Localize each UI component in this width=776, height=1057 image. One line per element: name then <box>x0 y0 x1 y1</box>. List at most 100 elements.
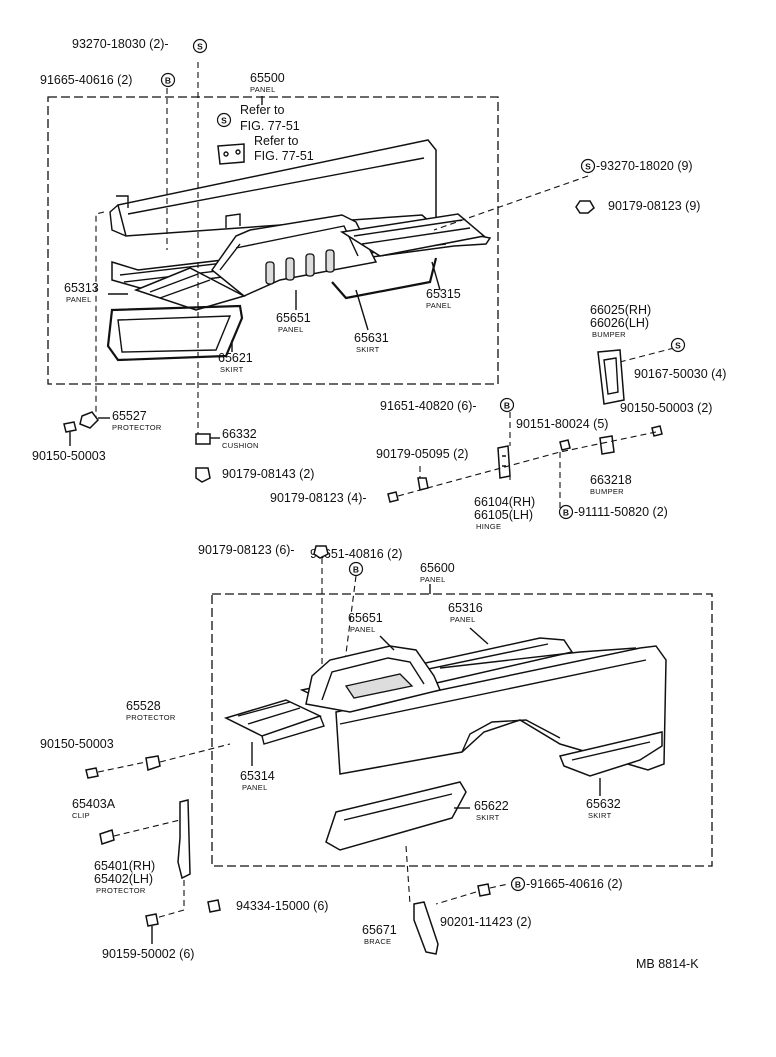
label-90201-11423: 90201-11423 (2) <box>440 915 532 929</box>
label-65313: 65313 <box>64 281 99 295</box>
label-90159-50002: 90159-50002 (6) <box>102 947 194 961</box>
label-90179-08123-mid: 90179-08123 (4)- <box>270 491 367 505</box>
label-93270-18030: 93270-18030 (2)- <box>72 37 169 51</box>
upper-group-frame <box>47 96 499 385</box>
svg-text:B: B <box>165 75 171 85</box>
label-90179-08123-bottom: 90179-08123 (6)- <box>198 543 295 557</box>
label-90167-50030: 90167-50030 (4) <box>634 367 726 381</box>
cushion-66332 <box>195 433 211 445</box>
label-91651-40816: 91651-40816 (2) <box>310 547 402 561</box>
label-66332: 66332 <box>222 427 257 441</box>
nut-90179-08143 <box>195 467 211 483</box>
b-symbol-91665-40616: B <box>160 72 176 88</box>
protector-65401-65402 <box>177 799 191 880</box>
b-symbol-91665-40616-bottom: B <box>510 876 526 892</box>
label-65651-top-sub: PANEL <box>278 325 304 334</box>
nut-90201-11423 <box>477 883 491 897</box>
svg-text:B: B <box>563 507 569 517</box>
screw-90150-50003-right <box>651 425 663 437</box>
lower-center-deck-panel <box>305 645 442 713</box>
label-65632: 65632 <box>586 797 621 811</box>
upper-right-skirt <box>331 257 438 300</box>
label-65403a: 65403A <box>72 797 116 811</box>
b-symbol-91111-50820: B <box>558 504 574 520</box>
clip-65403a <box>99 829 115 845</box>
label-94334-15000: 94334-15000 (6) <box>236 899 328 913</box>
label-66105: 66105(LH) <box>474 508 533 522</box>
b-symbol-91651-40820: B <box>499 397 515 413</box>
label-fig-2: FIG. 77-51 <box>254 149 314 163</box>
label-93270-18020: -93270-18020 (9) <box>596 159 693 173</box>
deck-slot-3 <box>305 253 315 277</box>
footer-code: MB 8814-K <box>636 957 699 971</box>
label-90150-50003-bottom: 90150-50003 <box>40 737 114 751</box>
lower-skirt-65622 <box>325 781 467 851</box>
nut-90179-08123-bottom <box>313 545 329 559</box>
label-65315-sub: PANEL <box>426 301 452 310</box>
nut-90179-05095 <box>417 477 429 491</box>
deck-slot-2 <box>285 257 295 281</box>
label-663218: 663218 <box>590 473 632 487</box>
nut-90179-08123-mid <box>387 491 399 503</box>
screw-90150-50003-bottom <box>85 767 99 779</box>
svg-text:S: S <box>197 41 203 51</box>
label-66026: 66026(LH) <box>590 316 649 330</box>
label-90150-50003-right: 90150-50003 (2) <box>620 401 712 415</box>
screw-90150-50003-left <box>63 421 77 433</box>
label-65316: 65316 <box>448 601 483 615</box>
label-65528-sub: PROTECTOR <box>126 713 176 722</box>
svg-text:B: B <box>353 564 359 574</box>
label-65316-sub: PANEL <box>450 615 476 624</box>
protector-65528 <box>145 755 161 771</box>
label-65527-sub: PROTECTOR <box>112 423 162 432</box>
screw-90159-50002 <box>145 913 159 927</box>
label-65313-sub: PANEL <box>66 295 92 304</box>
brace-65671 <box>413 901 439 955</box>
nut-90179-08123-right <box>575 200 595 214</box>
label-66104: 66104(RH) <box>474 495 535 509</box>
upper-left-skirt <box>106 304 244 362</box>
label-65314: 65314 <box>240 769 275 783</box>
label-65631-sub: SKIRT <box>356 345 380 354</box>
lower-group-frame <box>211 593 713 867</box>
label-65528: 65528 <box>126 699 161 713</box>
deck-slot-1 <box>265 261 275 285</box>
screw-90151-80024 <box>559 439 571 451</box>
svg-text:S: S <box>221 115 227 125</box>
label-fig-1: FIG. 77-51 <box>240 119 300 133</box>
upper-center-deck-panel <box>210 214 378 297</box>
middle-hardware <box>63 411 663 503</box>
label-65402: 65402(LH) <box>94 872 153 886</box>
label-663218-sub: BUMPER <box>590 487 624 496</box>
label-91111-50820: -91111-50820 (2) <box>574 505 668 519</box>
b-symbol-91651-40816: B <box>348 561 364 577</box>
label-65315: 65315 <box>426 287 461 301</box>
bolt-94334-15000 <box>207 899 221 913</box>
label-65500: 65500 <box>250 71 285 85</box>
label-refer-1: Refer to <box>240 103 285 117</box>
refer-bracket <box>217 143 245 165</box>
lower-left-panel <box>223 699 322 737</box>
bumper-66025-66026 <box>597 349 625 405</box>
label-65651-bottom: 65651 <box>348 611 383 625</box>
label-66025: 66025(RH) <box>590 303 651 317</box>
svg-text:B: B <box>515 879 521 889</box>
upper-right-panel <box>339 213 486 257</box>
label-65401: 65401(RH) <box>94 859 155 873</box>
hinge-66104-66105 <box>497 445 511 479</box>
label-65600: 65600 <box>420 561 455 575</box>
label-65622: 65622 <box>474 799 509 813</box>
label-66104-sub: HINGE <box>476 522 501 531</box>
deck-slot-4 <box>325 249 335 273</box>
label-66332-sub: CUSHION <box>222 441 259 450</box>
label-65314-sub: PANEL <box>242 783 268 792</box>
label-90150-50003-left: 90150-50003 <box>32 449 106 463</box>
s-symbol-90167-50030: S <box>670 337 686 353</box>
svg-text:S: S <box>675 340 681 350</box>
svg-text:S: S <box>585 161 591 171</box>
protector-65527 <box>79 411 99 429</box>
lower-panel-group <box>211 593 713 867</box>
label-65631: 65631 <box>354 331 389 345</box>
s-symbol-93270-18030: S <box>192 38 208 54</box>
